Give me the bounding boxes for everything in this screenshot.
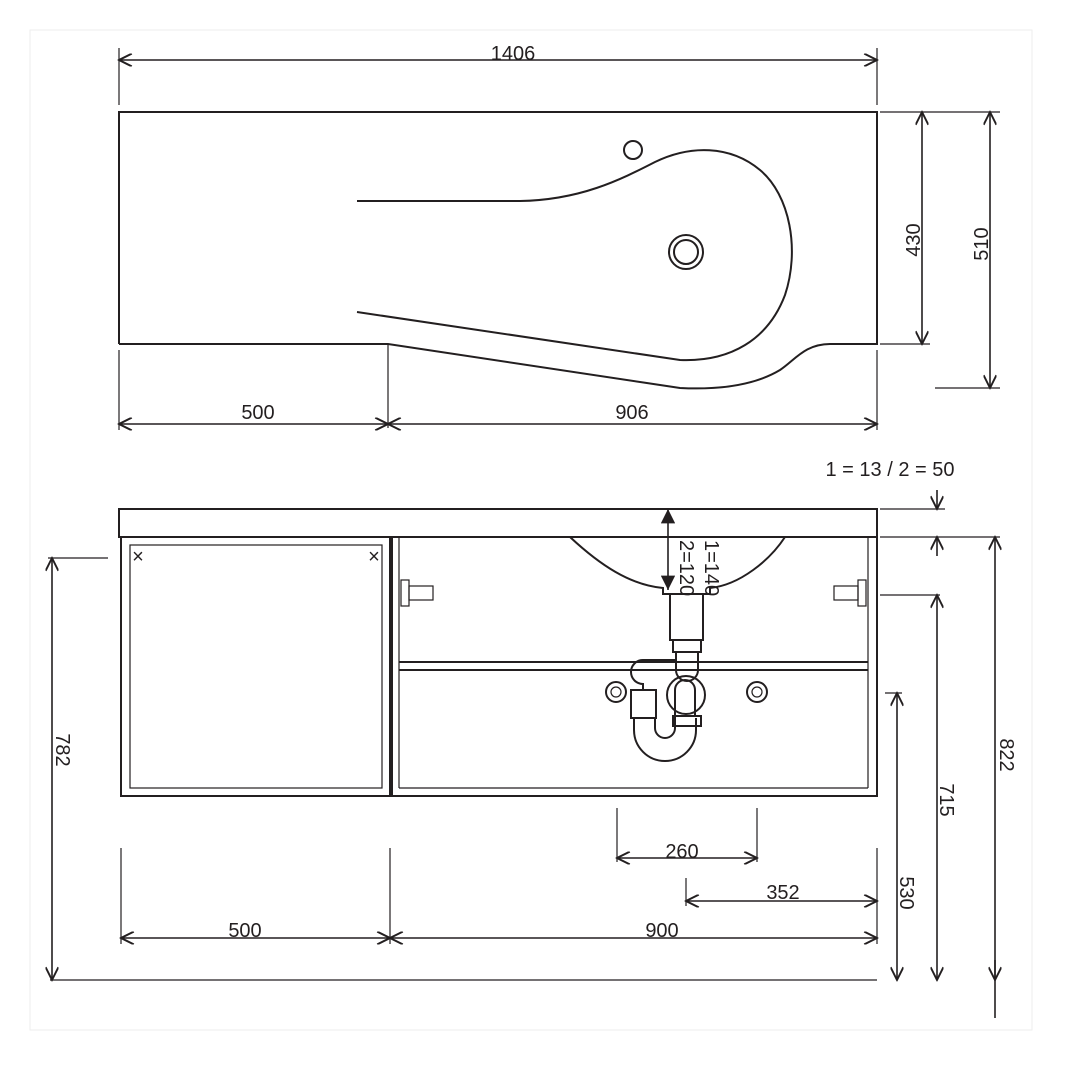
wall-bracket-icon (833, 579, 867, 607)
dim-left-width-top: 500 (241, 402, 274, 424)
dim-right-width-front: 900 (645, 920, 678, 942)
hinge-mark-icon: × (368, 546, 380, 568)
left-cabinet (120, 536, 391, 797)
tap-connector-icon (746, 681, 768, 703)
countertop (118, 508, 878, 538)
thickness-note: 1 = 13 / 2 = 50 (826, 459, 955, 481)
dim-right-width-top: 906 (615, 402, 648, 424)
top-outline (118, 111, 878, 390)
wall-bracket-icon (400, 579, 434, 607)
frame (29, 29, 1033, 1031)
dim-drain-offset: 352 (766, 882, 799, 904)
dim-left-width-front: 500 (228, 920, 261, 942)
siphon-icon (630, 593, 706, 762)
left-door (129, 544, 383, 789)
dim-total-depth: 510 (971, 227, 993, 260)
top-view: 1406 430 510 500 906 (119, 43, 1000, 430)
dim-overall-width: 1406 (491, 43, 536, 65)
tap-connector-icon (605, 681, 627, 703)
siphon-label-2: 2=120 (675, 540, 697, 596)
dim-bracket-height: 715 (935, 783, 957, 816)
dim-drain-height: 530 (895, 876, 917, 909)
basin-outline (356, 149, 793, 362)
dim-left-cabinet-height: 782 (51, 733, 73, 766)
hinge-mark-icon: × (132, 546, 144, 568)
tap-hole-icon (623, 140, 643, 160)
front-view: 1 = 13 / 2 = 50 × × (48, 459, 1017, 1018)
dim-total-height: 822 (995, 738, 1017, 771)
right-cabinet (391, 536, 878, 797)
siphon-label-1: 1=140 (700, 540, 722, 596)
drain-icon (668, 234, 704, 270)
dim-basin-depth: 430 (903, 223, 925, 256)
drain-inner-icon (673, 239, 699, 265)
dim-tap-spacing: 260 (665, 841, 698, 863)
basin-section (569, 536, 786, 595)
